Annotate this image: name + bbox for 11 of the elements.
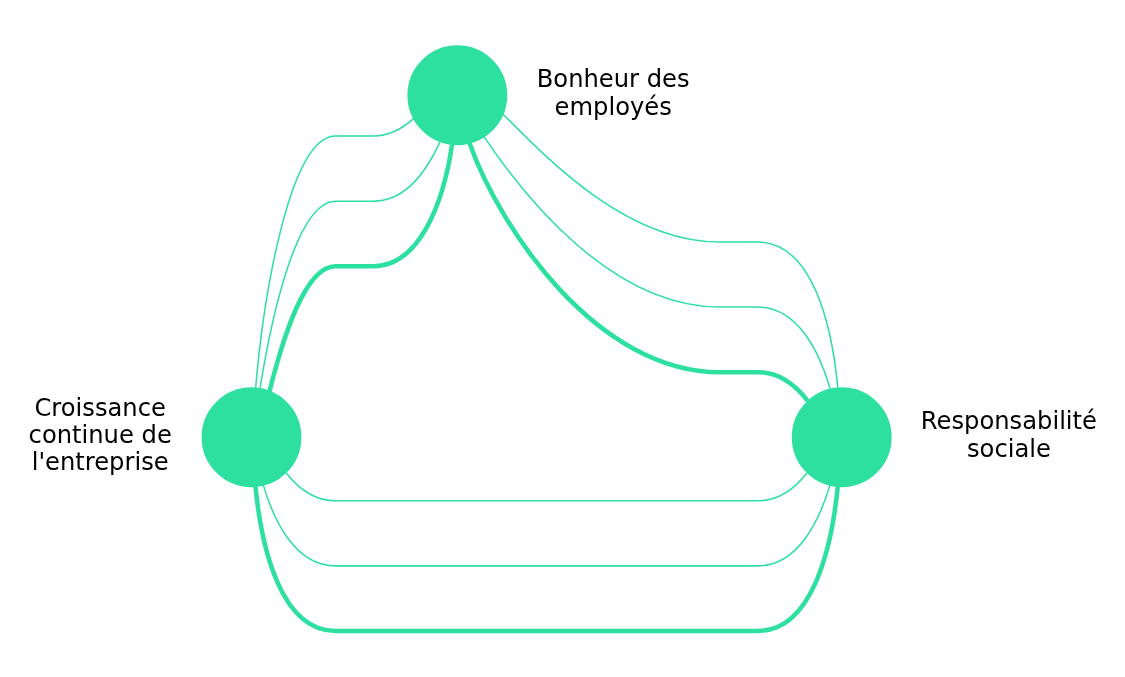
connector — [253, 486, 840, 634]
connector — [285, 472, 808, 502]
node-circle — [407, 45, 508, 146]
node-label: Bonheur des employés — [536, 65, 690, 121]
node-circle — [791, 387, 892, 488]
node-circle — [201, 387, 302, 488]
connector — [467, 142, 810, 403]
connector — [262, 484, 831, 567]
node-label: Croissance continue de l'entreprise — [28, 393, 172, 477]
node-label: Responsabilité sociale — [920, 407, 1097, 463]
connector — [254, 117, 415, 389]
